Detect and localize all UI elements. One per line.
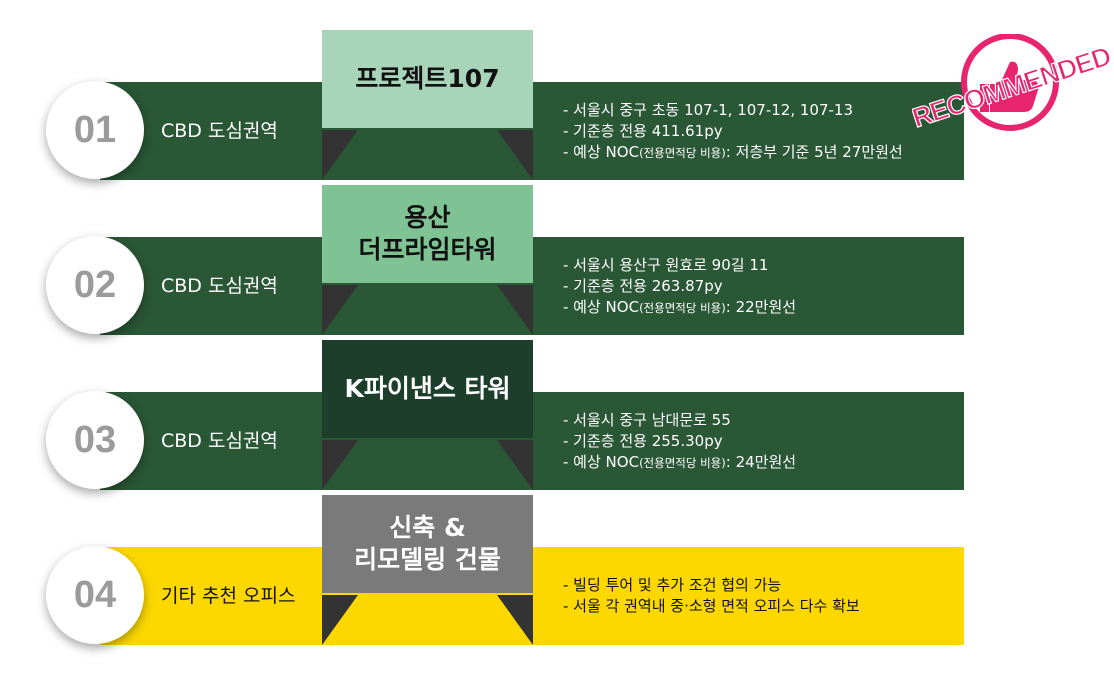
building-details: - 서울시 용산구 원효로 90길 11 - 기준층 전용 263.87py -… xyxy=(563,255,963,319)
row-number-badge: 01 xyxy=(46,81,144,179)
ribbon-fold-right xyxy=(497,595,533,645)
building-details: - 서울시 중구 초동 107-1, 107-12, 107-13 - 기준층 … xyxy=(563,100,963,164)
noc-value: : 24만원선 xyxy=(725,453,797,471)
building-title: 용산 더프라임타워 xyxy=(322,185,533,283)
title-line: K파이낸스 타워 xyxy=(344,374,511,403)
ribbon-fold-right xyxy=(497,285,533,335)
detail-noc: - 예상 NOC(전용면적당 비용): 22만원선 xyxy=(563,297,963,319)
building-title: 프로젝트107 xyxy=(322,30,533,128)
title-line: 리모델링 건물 xyxy=(354,545,501,574)
stamp-text: RECOMMENDED xyxy=(912,41,1112,133)
detail-supply: - 서울 각 권역내 중·소형 면적 오피스 다수 확보 xyxy=(563,597,860,615)
row-number-badge: 03 xyxy=(46,391,144,489)
area-label: 기타 추천 오피스 xyxy=(161,585,296,607)
detail-floor-area: - 기준층 전용 255.30py xyxy=(563,432,723,450)
listing-row-4: 신축 & 리모델링 건물 04 기타 추천 오피스 - 빌딩 투어 및 추가 조… xyxy=(0,495,1114,655)
title-line: 프로젝트107 xyxy=(355,64,500,93)
ribbon-fold-left xyxy=(322,595,358,645)
building-details: - 서울시 중구 남대문로 55 - 기준층 전용 255.30py - 예상 … xyxy=(563,410,963,474)
noc-prefix: - 예상 NOC xyxy=(563,453,640,471)
noc-prefix: - 예상 NOC xyxy=(563,298,640,316)
detail-address: - 서울시 용산구 원효로 90길 11 xyxy=(563,256,769,274)
area-label: CBD 도심권역 xyxy=(161,430,278,452)
area-label: CBD 도심권역 xyxy=(161,275,278,297)
noc-value: : 저층부 기준 5년 27만원선 xyxy=(725,143,903,161)
row-number-badge: 02 xyxy=(46,236,144,334)
ribbon-fold-right xyxy=(497,130,533,180)
noc-note: (전용면적당 비용) xyxy=(639,456,726,470)
listing-row-1: 프로젝트107 01 CBD 도심권역 - 서울시 중구 초동 107-1, 1… xyxy=(0,30,1114,190)
listing-row-3: K파이낸스 타워 03 CBD 도심권역 - 서울시 중구 남대문로 55 - … xyxy=(0,340,1114,500)
ribbon-fold-left xyxy=(322,130,358,180)
detail-address: - 서울시 중구 남대문로 55 xyxy=(563,411,731,429)
building-title: K파이낸스 타워 xyxy=(322,340,533,438)
noc-prefix: - 예상 NOC xyxy=(563,143,640,161)
row-number-badge: 04 xyxy=(46,546,144,644)
detail-noc: - 예상 NOC(전용면적당 비용): 24만원선 xyxy=(563,452,963,474)
noc-note: (전용면적당 비용) xyxy=(639,301,726,315)
detail-address: - 서울시 중구 초동 107-1, 107-12, 107-13 xyxy=(563,101,854,119)
detail-tour: - 빌딩 투어 및 추가 조건 협의 가능 xyxy=(563,576,782,594)
noc-value: : 22만원선 xyxy=(725,298,797,316)
detail-noc: - 예상 NOC(전용면적당 비용): 저층부 기준 5년 27만원선 xyxy=(563,142,963,164)
noc-note: (전용면적당 비용) xyxy=(639,146,726,160)
ribbon-fold-left xyxy=(322,440,358,490)
building-details: - 빌딩 투어 및 추가 조건 협의 가능 - 서울 각 권역내 중·소형 면적… xyxy=(563,575,963,617)
title-line: 신축 & xyxy=(389,513,466,542)
ribbon-fold-left xyxy=(322,285,358,335)
area-label: CBD 도심권역 xyxy=(161,120,278,142)
building-title: 신축 & 리모델링 건물 xyxy=(322,495,533,593)
ribbon-fold-right xyxy=(497,440,533,490)
detail-floor-area: - 기준층 전용 411.61py xyxy=(563,122,723,140)
title-line: 더프라임타워 xyxy=(358,235,497,264)
listing-row-2: 용산 더프라임타워 02 CBD 도심권역 - 서울시 용산구 원효로 90길 … xyxy=(0,185,1114,345)
detail-floor-area: - 기준층 전용 263.87py xyxy=(563,277,723,295)
title-line: 용산 xyxy=(404,203,451,232)
thumbs-up-icon xyxy=(961,34,1059,131)
recommended-stamp: RECOMMENDED xyxy=(912,34,1112,134)
